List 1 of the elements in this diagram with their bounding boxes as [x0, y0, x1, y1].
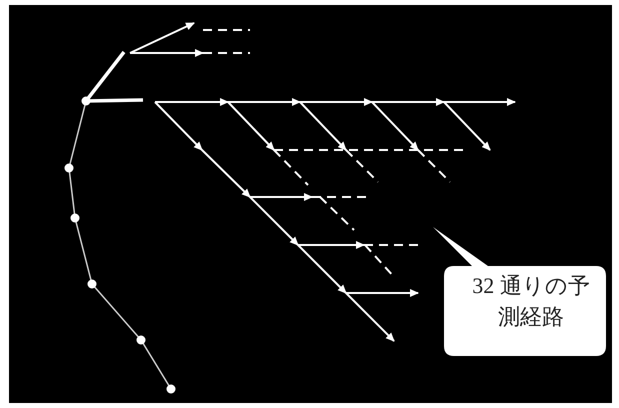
- callout-text: 32 通りの予測経路: [471, 272, 591, 331]
